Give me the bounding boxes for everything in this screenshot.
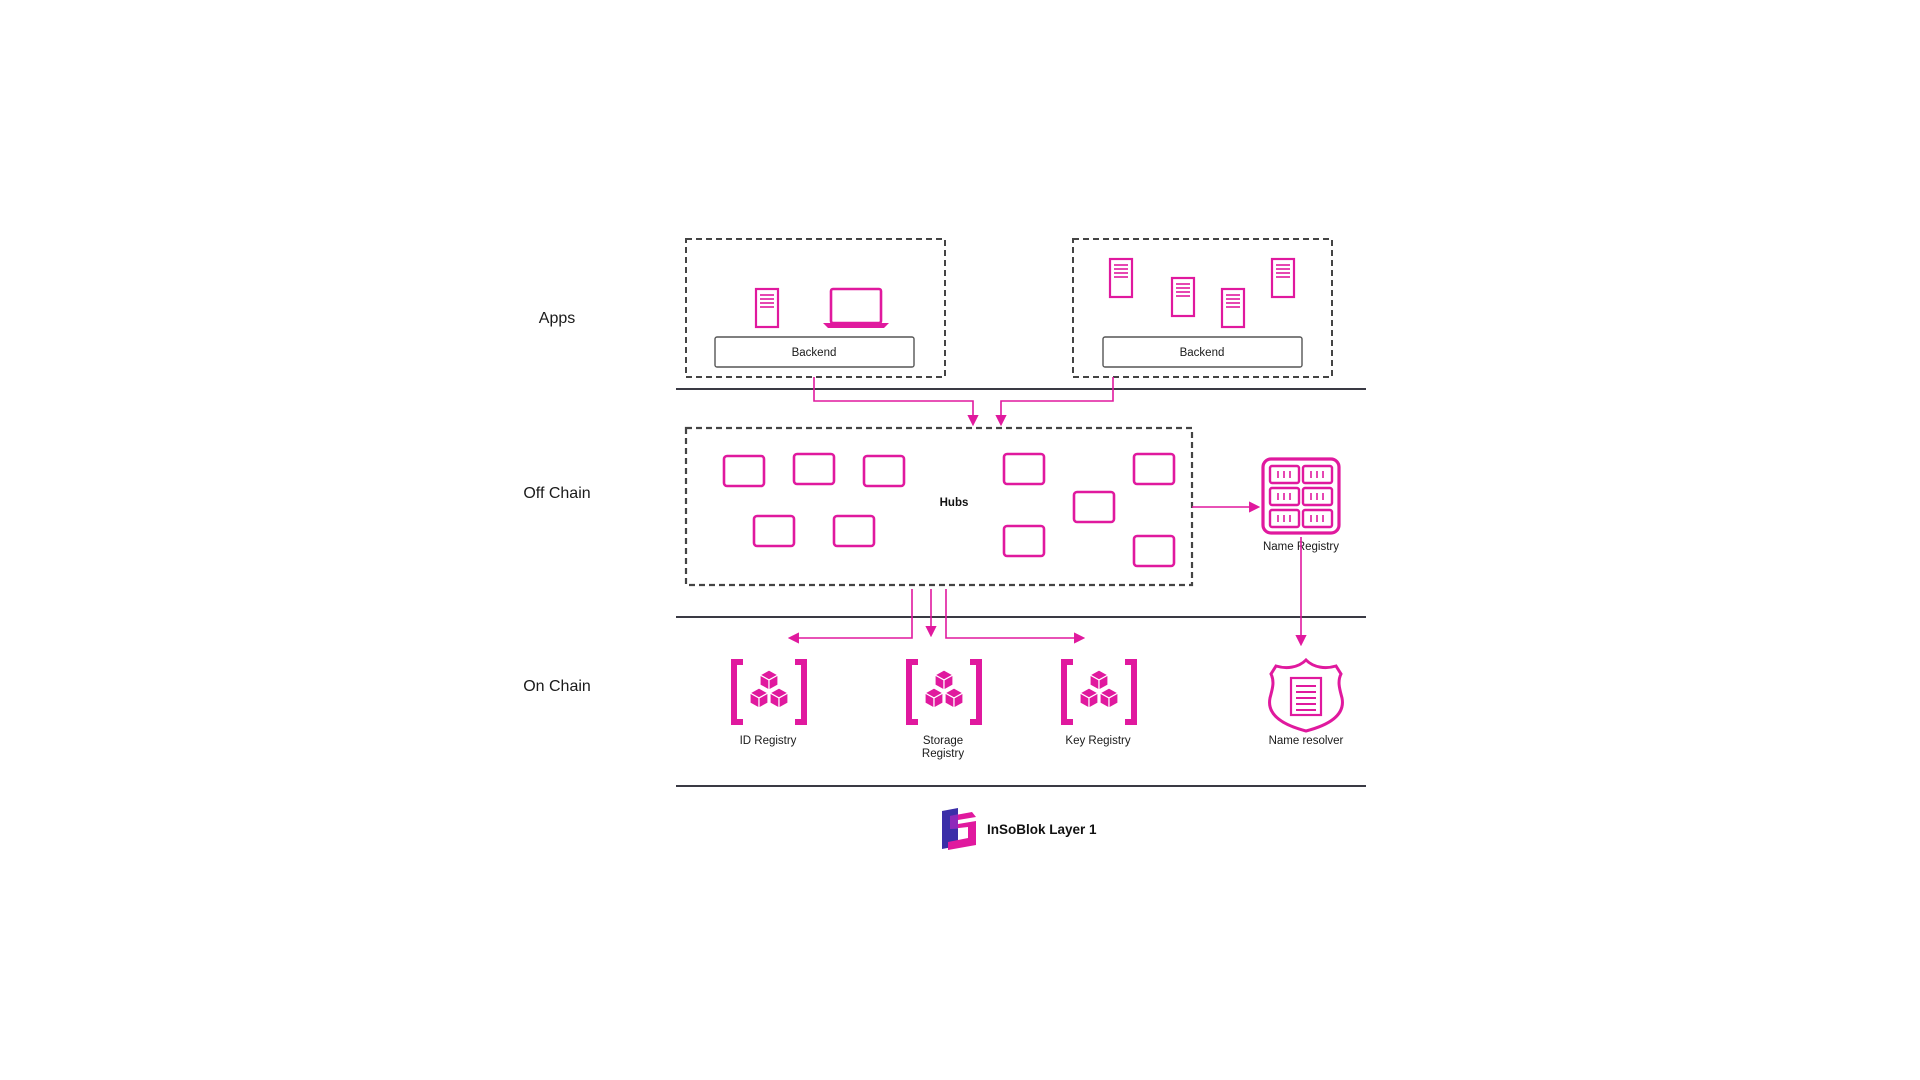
- server-icon: [1108, 257, 1134, 299]
- server-icon: [1170, 276, 1196, 318]
- server-icon: [1270, 257, 1296, 299]
- name-resolver-label: Name resolver: [1269, 735, 1344, 747]
- storage-registry-label-line2: Registry: [922, 748, 964, 760]
- layer-label-apps: Apps: [539, 310, 575, 327]
- storage-registry-label-line1: Storage: [923, 735, 963, 747]
- hub-node-icon: [1132, 452, 1176, 486]
- hub-node-icon: [1002, 452, 1046, 486]
- insoblok-logo-icon: [942, 808, 976, 850]
- shield-document-icon: [1268, 657, 1344, 733]
- smart-contract-cubes-icon: [734, 662, 804, 722]
- hub-node-icon: [752, 514, 796, 548]
- backend-label-left: Backend: [792, 347, 837, 359]
- layer-label-on-chain: On Chain: [523, 678, 591, 695]
- backend-label-right: Backend: [1180, 347, 1225, 359]
- registry-grid-icon: [1261, 457, 1341, 535]
- name-resolver: Name resolver: [1268, 657, 1344, 747]
- footer-brand: InSoBlok Layer 1: [942, 808, 1097, 850]
- smart-contract-cubes-icon: [1064, 662, 1134, 722]
- hub-node-icon: [1072, 490, 1116, 524]
- smart-contract-cubes-icon: [909, 662, 979, 722]
- server-icon: [754, 287, 780, 329]
- app-group-right-border: [1072, 238, 1333, 378]
- brand-name: InSoBlok Layer 1: [987, 822, 1097, 837]
- hub-node-icon: [832, 514, 876, 548]
- hubs-label: Hubs: [940, 497, 969, 509]
- key-registry-label: Key Registry: [1065, 735, 1130, 747]
- backend-box-left: [714, 336, 915, 368]
- id-registry: ID Registry: [734, 662, 804, 747]
- layer-label-off-chain: Off Chain: [523, 485, 590, 502]
- app-group-right: Backend: [1072, 238, 1333, 378]
- arrow-hubs-to-id-registry: [787, 589, 913, 644]
- hub-node-icon: [862, 454, 906, 488]
- laptop-icon: [823, 287, 889, 328]
- hub-node-icon: [792, 452, 836, 486]
- key-registry: Key Registry: [1064, 662, 1134, 747]
- arrow-hubs-to-key-registry: [945, 589, 1086, 644]
- arrow-backend-right-to-hubs: [995, 377, 1114, 427]
- id-registry-label: ID Registry: [740, 735, 797, 747]
- app-group-left: Backend: [685, 238, 946, 378]
- hub-node-icon: [1132, 534, 1176, 568]
- name-registry: Name Registry: [1261, 457, 1341, 553]
- arrow-backend-left-to-hubs: [813, 377, 979, 427]
- hubs-group: Hubs: [684, 426, 1194, 587]
- app-group-left-border: [685, 238, 946, 378]
- hub-node-icon: [722, 454, 766, 488]
- hub-node-icon: [1002, 524, 1046, 558]
- storage-registry: Storage Registry: [909, 662, 979, 760]
- server-icon: [1220, 287, 1246, 329]
- backend-box-right: [1102, 336, 1303, 368]
